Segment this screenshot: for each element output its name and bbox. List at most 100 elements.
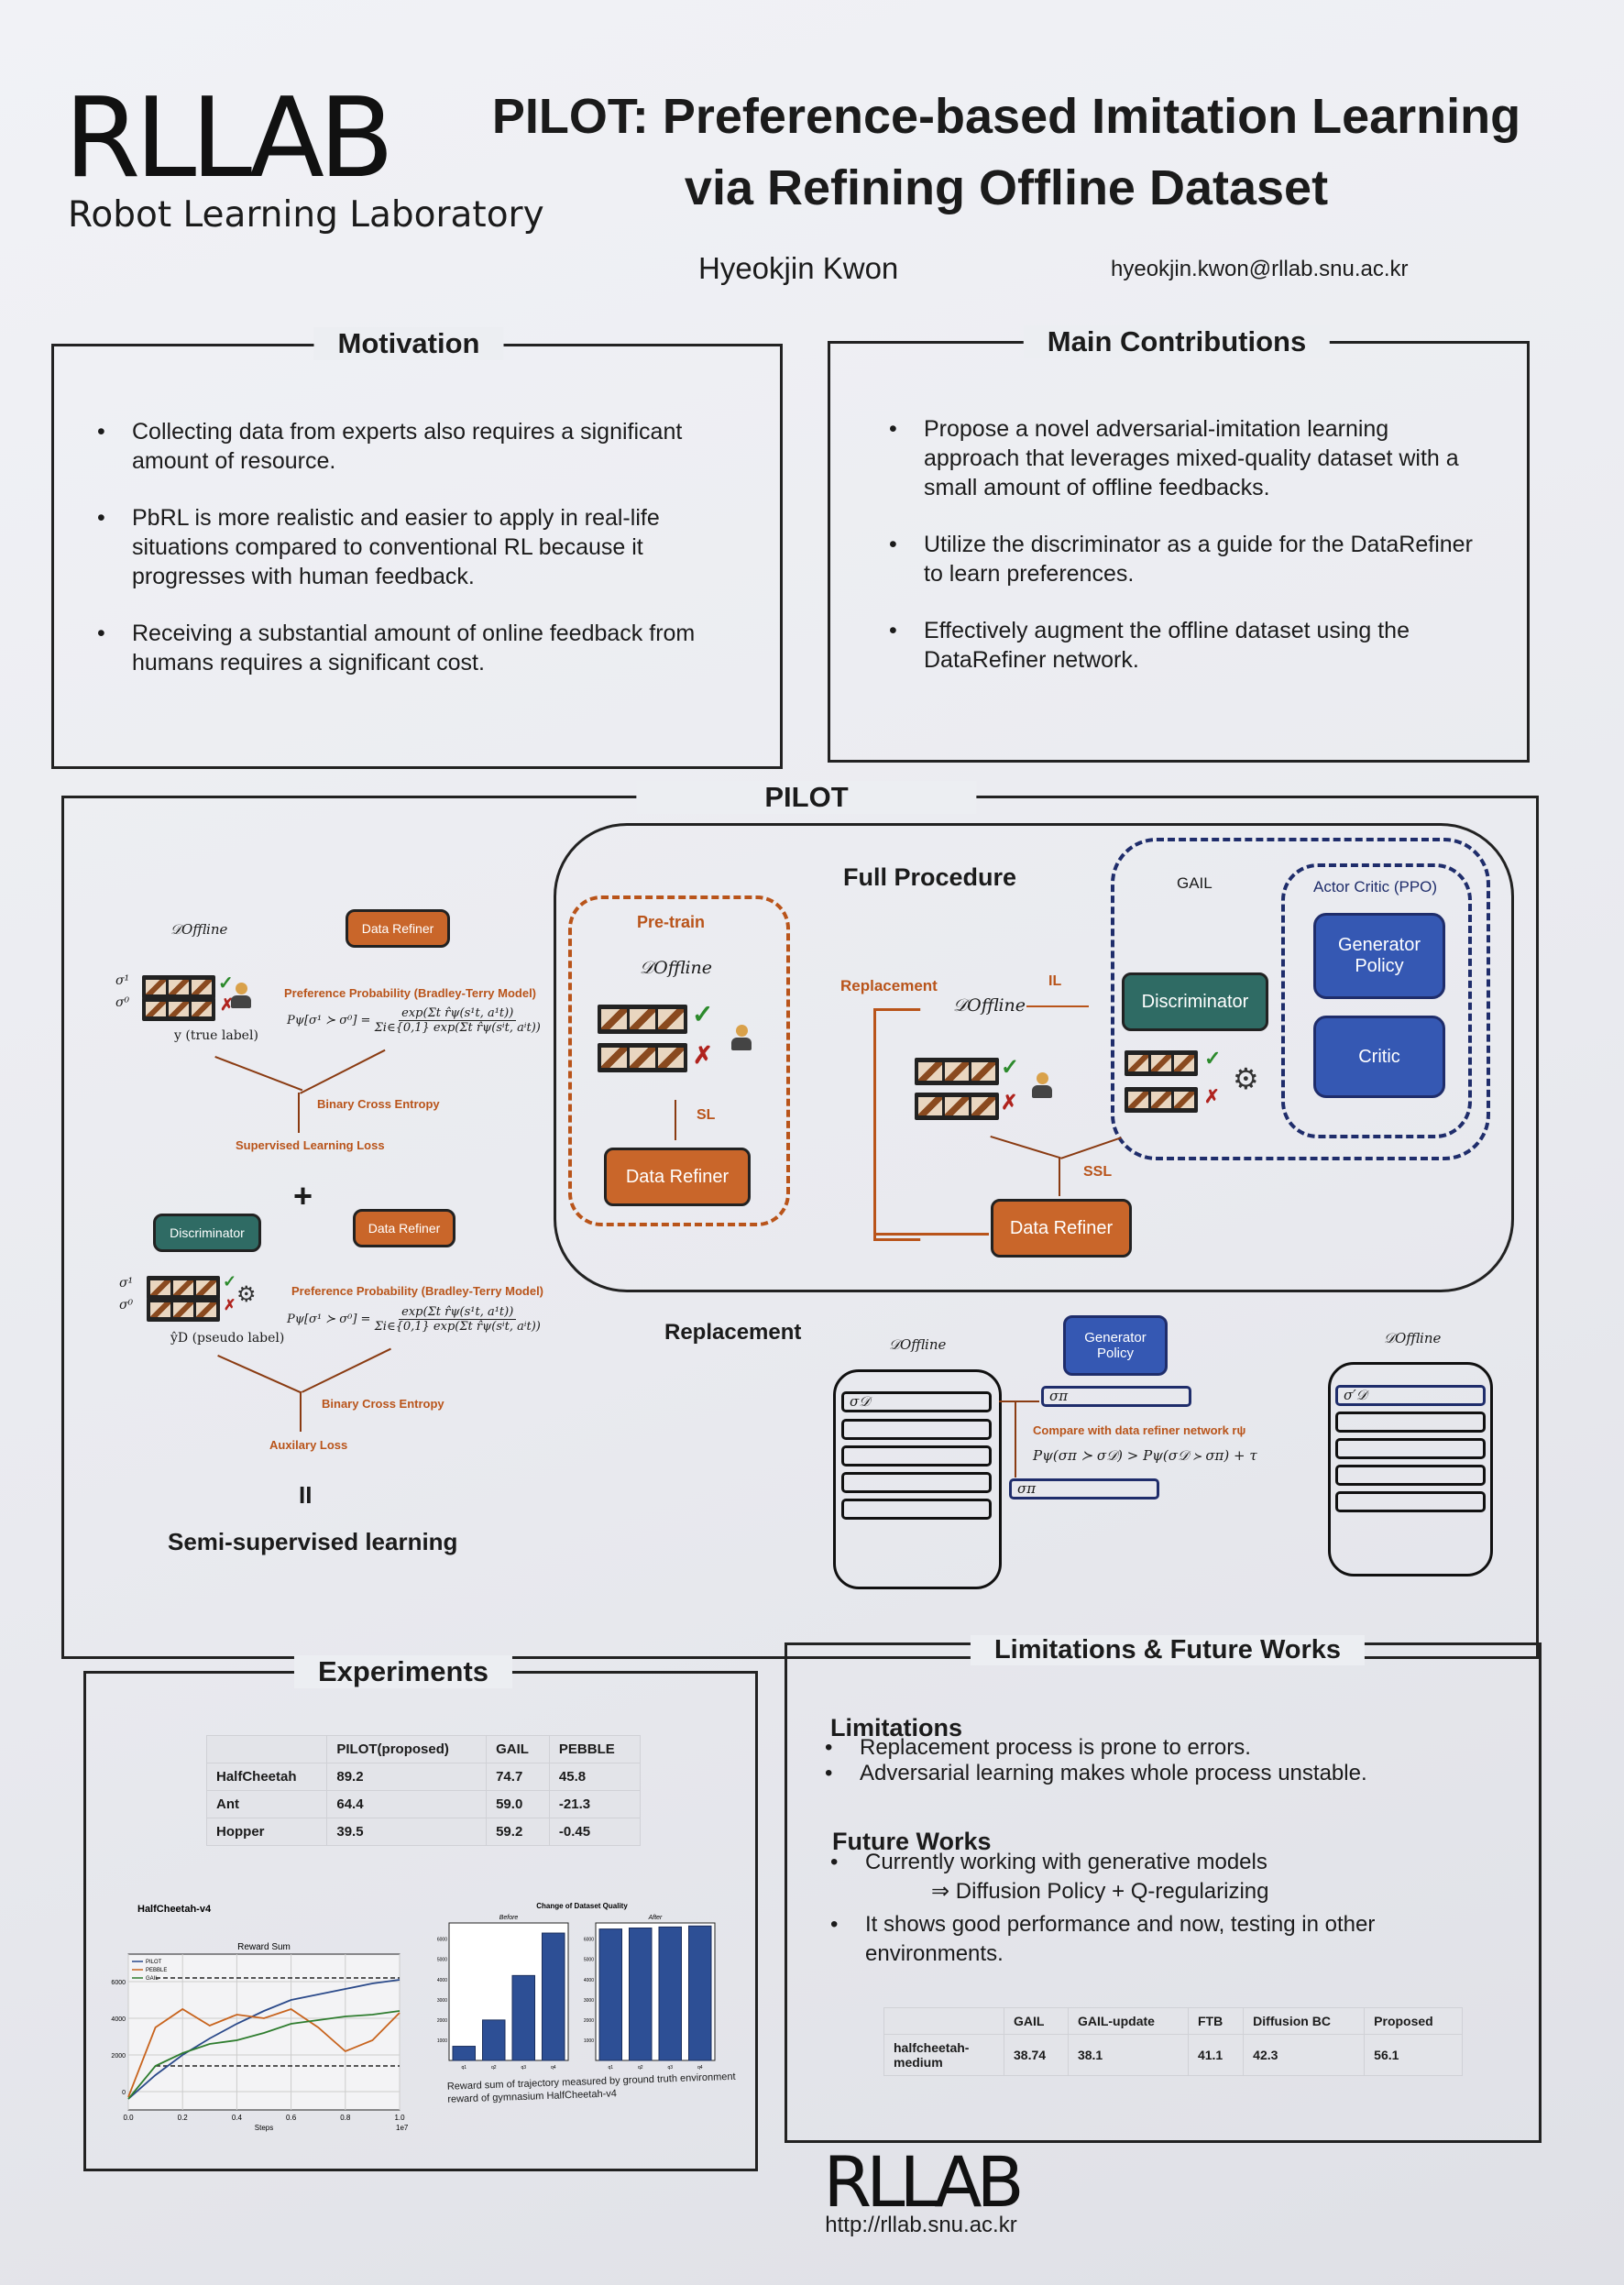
- x-axis-label: Steps: [255, 2124, 273, 2132]
- trajectory-slot: [1335, 1412, 1486, 1433]
- y-tick-label: 5000: [437, 1958, 447, 1963]
- formula-denominator: Σi∈{0,1} exp(Σt r̂ψ(sⁱt, aⁱt)): [374, 1021, 541, 1035]
- lab-name: Robot Learning Laboratory: [68, 194, 544, 236]
- table-header: GAIL-update: [1067, 2007, 1189, 2035]
- data-refiner-block: Data Refiner: [604, 1148, 751, 1206]
- d-offline-label: 𝒟Offline: [1384, 1330, 1442, 1346]
- trajectory-slot: [841, 1472, 992, 1493]
- pretrain-label: Pre-train: [637, 913, 706, 931]
- sigma1-label: σ¹: [119, 1276, 134, 1291]
- formula-numerator: exp(Σt r̂ψ(s¹t, a¹t)): [399, 1006, 517, 1021]
- y-tick-label: 0: [122, 2090, 126, 2096]
- x-tick-label: q3: [667, 2065, 673, 2071]
- check-icon: ✓: [1001, 1055, 1020, 1080]
- table-cell: 89.2: [326, 1763, 488, 1791]
- sl-arrow: [675, 1100, 676, 1140]
- table-cell: -21.3: [548, 1790, 642, 1818]
- trajectory-film-icon: [147, 1298, 220, 1322]
- y-tick-label: 1000: [584, 2038, 594, 2044]
- table-cell: HalfCheetah: [205, 1763, 328, 1791]
- d-offline-label: 𝒟Offline: [170, 921, 228, 938]
- check-icon: ✓: [692, 1000, 714, 1028]
- series-line-gail: [127, 2010, 401, 2100]
- motivation-title: Motivation: [313, 327, 504, 360]
- future-bullet: It shows good performance and now, testi…: [830, 1910, 1472, 1969]
- y-tick-label: 4000: [584, 1978, 594, 1983]
- trajectory-slot: [841, 1445, 992, 1467]
- cross-icon: ✗: [693, 1041, 713, 1069]
- true-label: y (true label): [174, 1028, 258, 1043]
- x-tick-label: q2: [491, 2065, 497, 2071]
- chart-title: HalfCheetah-v4: [137, 1904, 212, 1915]
- trajectory-slot: σ′𝒟: [1335, 1385, 1486, 1406]
- bar-before-q2: [482, 2019, 506, 2061]
- trajectory-slot: [1335, 1438, 1486, 1459]
- x-tick-label: q3: [521, 2065, 526, 2071]
- motivation-bullet: PbRL is more realistic and easier to app…: [97, 503, 739, 591]
- limitations-title: Limitations & Future Works: [970, 1635, 1366, 1665]
- trajectory-film-icon: [915, 1058, 999, 1085]
- y-tick-label: 6000: [584, 1938, 594, 1943]
- preference-formula: Pψ[σ¹ ≻ σ⁰] = exp(Σt r̂ψ(s¹t, a¹t))Σi∈{0…: [287, 1006, 541, 1035]
- ssl-label: SSL: [1083, 1164, 1113, 1180]
- refined-dataset-container: [1328, 1362, 1493, 1576]
- limitation-bullet: Adversarial learning makes whole process…: [825, 1761, 1485, 1786]
- y-tick-label: 1000: [437, 2038, 447, 2044]
- table-cell: 41.1: [1187, 2034, 1245, 2076]
- x-tick-label: 0.6: [286, 2114, 297, 2122]
- rllab-logo: RLLAB: [64, 75, 394, 203]
- x-tick-label: 0.2: [178, 2114, 189, 2122]
- contributions-list: Propose a novel adversarial-imitation le…: [889, 414, 1476, 702]
- pilot-title: PILOT: [636, 781, 977, 814]
- table-cell: 39.5: [326, 1818, 488, 1846]
- table-cell: 64.4: [326, 1790, 488, 1818]
- table-header: GAIL: [1004, 2007, 1069, 2035]
- trajectory-film-icon: [142, 997, 215, 1021]
- motivation-list: Collecting data from experts also requir…: [97, 417, 739, 705]
- down-arrow: [300, 1391, 302, 1432]
- trajectory-film-icon: [147, 1276, 220, 1300]
- trajectory-film-icon: [598, 1005, 687, 1034]
- legend-label: PEBBLE: [146, 1968, 167, 1973]
- x-tick-label: q4: [551, 2065, 556, 2071]
- experiments-title: Experiments: [293, 1655, 513, 1688]
- gail-frame: [1111, 838, 1490, 1160]
- il-label: IL: [1048, 973, 1062, 989]
- ssl-arrow: [1059, 1158, 1060, 1196]
- motivation-bullet: Receiving a substantial amount of online…: [97, 619, 739, 677]
- offline-dataset-container: [833, 1369, 1002, 1589]
- table-header: Diffusion BC: [1243, 2007, 1366, 2035]
- table-cell: 38.1: [1067, 2034, 1189, 2076]
- x-tick-label: q1: [461, 2065, 466, 2071]
- discriminator-block: Discriminator: [1122, 972, 1268, 1031]
- robot-discriminator-icon: ⚙: [1233, 1062, 1259, 1095]
- generator-policy-block: Generator Policy: [1063, 1315, 1168, 1376]
- bar-before-q1: [452, 2046, 476, 2061]
- formula-lhs: Pψ[σ¹ ≻ σ⁰] =: [287, 1313, 371, 1326]
- human-annotator-icon: [730, 1025, 753, 1052]
- check-icon: ✓: [218, 973, 234, 994]
- sl-label: SL: [697, 1107, 716, 1123]
- semi-supervised-label: Semi-supervised learning: [168, 1528, 458, 1555]
- legend-label: PILOT: [146, 1960, 162, 1965]
- x-multiplier: 1e7: [396, 2124, 409, 2132]
- human-annotator-icon: [229, 983, 253, 1010]
- series-line-pebble: [127, 2007, 401, 2098]
- trajectory-slot: [1335, 1465, 1486, 1486]
- trajectory-slot: σ𝒟: [841, 1391, 992, 1412]
- y-tick-label: 6000: [111, 1980, 126, 1986]
- preference-probability-label: Preference Probability (Bradley-Terry Mo…: [284, 986, 537, 1000]
- bar-after-q3: [658, 1926, 682, 2061]
- footer-rllab-logo: RLLAB: [823, 2141, 1024, 2223]
- trajectory-film-icon: [1125, 1087, 1198, 1113]
- sigma0-label: σ⁰: [119, 1298, 134, 1313]
- bce-label: Binary Cross Entropy: [322, 1397, 444, 1411]
- table-header: PEBBLE: [548, 1735, 642, 1763]
- y-tick-label: 3000: [437, 1998, 447, 2004]
- y-tick-label: 4000: [437, 1978, 447, 1983]
